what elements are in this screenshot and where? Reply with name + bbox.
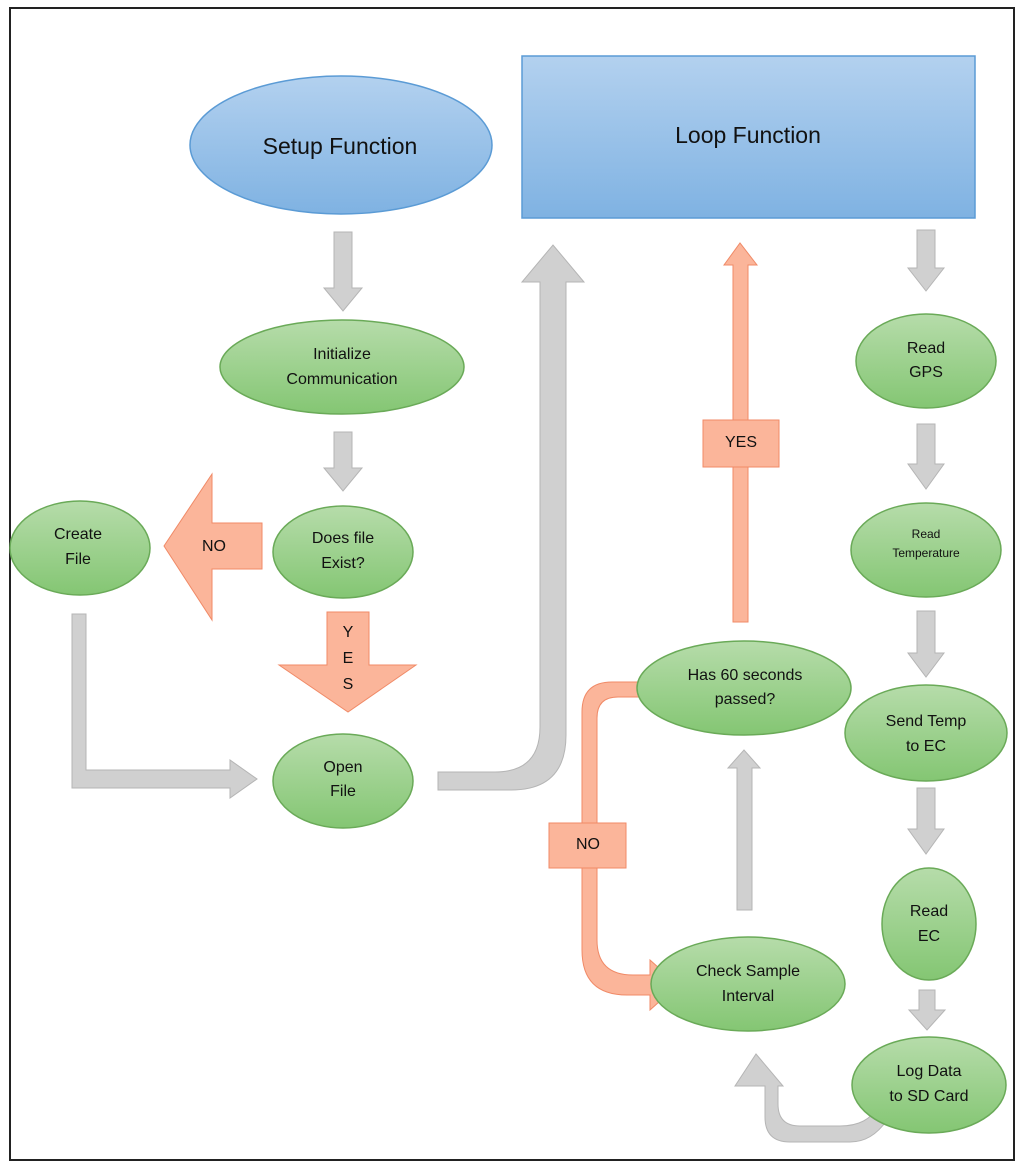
check-label-line1: Check Sample (696, 963, 800, 980)
no-loop-box (548, 822, 627, 869)
create-file-node (9, 500, 151, 596)
read-ec-label-line2: EC (918, 928, 940, 945)
does-file-label-line1: Does file (312, 530, 374, 547)
yes-up-label: YES (725, 434, 757, 451)
has60-label-line1: Has 60 seconds (688, 667, 803, 684)
initialize-label-line2: Communication (286, 371, 397, 388)
read-gps-node (855, 313, 997, 409)
log-data-label-line1: Log Data (897, 1063, 962, 1080)
setup-function-node (189, 75, 493, 215)
create-file-label-line2: File (65, 551, 91, 568)
read-ec-node (881, 867, 977, 981)
no-loop-label: NO (576, 836, 600, 853)
arrow-yes-down (277, 611, 418, 713)
has-60-seconds-node (636, 640, 852, 736)
yes-up-box (702, 419, 780, 468)
open-file-label-line1: Open (323, 759, 362, 776)
send-temp-node (844, 684, 1008, 782)
arrow-check-to-has60 (726, 749, 762, 911)
create-file-label-line1: Create (54, 526, 102, 543)
read-temp-label-line1: Read (912, 527, 941, 541)
initialize-node (219, 319, 465, 415)
open-file-label-line2: File (330, 783, 356, 800)
initialize-label-line1: Initialize (313, 346, 371, 363)
no-create-label: NO (202, 538, 226, 555)
log-data-node (851, 1036, 1007, 1134)
outer-frame (9, 7, 1015, 1161)
arrow-initialize-to-does-file (322, 431, 364, 492)
arrow-setup-to-initialize (322, 231, 364, 312)
yes-down-label-e: E (343, 650, 354, 667)
arrow-gps-to-temp (907, 423, 945, 490)
read-temperature-node (850, 502, 1002, 598)
setup-function-label: Setup Function (263, 133, 418, 159)
arrow-send-to-ec (907, 787, 945, 855)
arrow-loop-to-gps (906, 229, 946, 292)
arrow-open-to-loop (437, 244, 586, 791)
arrow-ec-to-log (907, 989, 947, 1031)
open-file-node (272, 733, 414, 829)
check-sample-interval-node (650, 936, 846, 1032)
send-temp-label-line1: Send Temp (886, 713, 967, 730)
send-temp-label-line2: to EC (906, 738, 946, 755)
log-data-label-line2: to SD Card (889, 1088, 968, 1105)
does-file-exist-node (272, 505, 414, 599)
has60-label-line2: passed? (715, 691, 776, 708)
check-label-line2: Interval (722, 988, 774, 1005)
read-ec-label-line1: Read (910, 903, 948, 920)
read-temp-label-line2: Temperature (892, 546, 960, 560)
yes-down-label-y: Y (343, 624, 354, 641)
loop-function-node (521, 55, 976, 219)
yes-down-label-s: S (343, 676, 354, 693)
arrow-temp-to-send (907, 610, 945, 678)
loop-function-label: Loop Function (675, 122, 821, 148)
arrow-create-to-open (71, 613, 258, 799)
read-gps-label-line1: Read (907, 340, 945, 357)
arrow-no-create-file (163, 472, 263, 622)
does-file-label-line2: Exist? (321, 555, 365, 572)
arrow-log-to-check (734, 1053, 888, 1143)
read-gps-label-line2: GPS (909, 364, 943, 381)
